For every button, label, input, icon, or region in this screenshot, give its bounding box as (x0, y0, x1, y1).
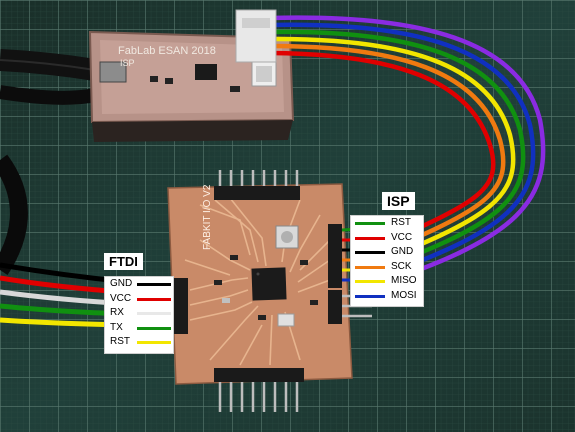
isp-pin-label: VCC (391, 231, 413, 243)
ftdi-pin-label: RST (110, 336, 130, 347)
pcb-label: FABKIT I/O V2 (202, 184, 213, 250)
isp-pin-row: VCC (351, 231, 423, 246)
fabkit-pcb: FABKIT I/O V2 (167, 170, 372, 412)
isp-pin-row: GND (351, 245, 423, 260)
ftdi-pin-label: RX (110, 307, 124, 318)
ftdi-pin-row: VCC (105, 292, 173, 307)
isp-title: ISP (382, 192, 415, 210)
isp-pin-swatch (355, 294, 385, 298)
isp-pin-legend: RST VCC GND SCK MISO MOSI (350, 215, 424, 307)
crystal (277, 313, 295, 327)
microcontroller-chip (251, 267, 287, 301)
isp-pin-label: RST (391, 217, 411, 228)
programmer-board-sublabel: ISP (120, 58, 135, 68)
isp-pin-swatch (355, 280, 385, 283)
idc-connector-top (235, 9, 277, 63)
isp-pin-swatch (355, 251, 385, 254)
isp-pin-label: GND (391, 246, 414, 257)
isp-pin-label: MISO (391, 275, 417, 286)
ftdi-pin-label: VCC (110, 292, 132, 304)
usb-cable (0, 49, 97, 105)
ftdi-pin-row: RST (105, 335, 173, 350)
ftdi-pin-swatch (137, 297, 171, 301)
ftdi-pin-row: GND (105, 277, 173, 292)
ribbon-cable-isp (269, 15, 546, 293)
ftdi-pin-swatch (137, 283, 171, 286)
ftdi-pin-swatch (137, 341, 171, 344)
isp-pin-swatch (355, 265, 385, 269)
isp-pin-label: MOSI (391, 289, 417, 301)
isp-pin-row: RST (351, 216, 423, 231)
isp-pin-row: MOSI (351, 289, 423, 304)
ftdi-pin-label: GND (110, 278, 133, 289)
isp-pin-swatch (355, 222, 385, 225)
ftdi-pin-legend: GND VCC RX TX RST (104, 276, 174, 354)
isp-pin-row: SCK (351, 260, 423, 275)
ftdi-pin-row: TX (105, 321, 173, 336)
isp-pin-row: MISO (351, 274, 423, 289)
isp-pin-label: SCK (391, 260, 412, 272)
isp-pin-swatch (355, 236, 385, 240)
ftdi-pin-row: RX (105, 306, 173, 321)
ftdi-pin-label: TX (110, 321, 123, 333)
left-black-cable (0, 154, 28, 275)
ftdi-title: FTDI (104, 253, 143, 270)
ftdi-pin-swatch (137, 312, 171, 315)
programmer-board-label: FabLab ESAN 2018 (118, 45, 216, 57)
ftdi-pin-swatch (137, 326, 171, 330)
